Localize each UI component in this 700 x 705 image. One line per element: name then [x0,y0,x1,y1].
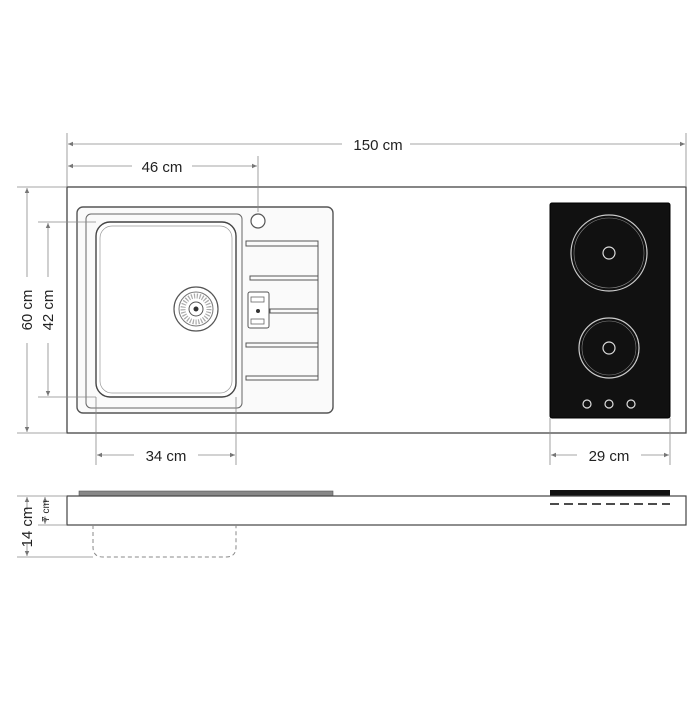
sink-bowl [95,221,237,398]
dim-label-top-thickness: 7 cm [41,500,52,522]
countertop-side [66,495,687,526]
overflow-icon [247,291,270,329]
dimension-lines [17,133,687,465]
sink-inner-rim [85,213,243,409]
sink-bowl-hidden [92,525,237,558]
dim-label-total-height: 14 cm [19,507,36,548]
top-view [66,186,687,434]
hob-glass [549,202,671,419]
hob-knob-icon[interactable] [626,399,636,409]
side-view: 14 cm 7 cm [17,490,687,558]
hob-knob-icon[interactable] [582,399,592,409]
hob-knob-icon[interactable] [604,399,614,409]
sink-flange [78,490,334,497]
dim-label-depth: 60 cm [19,290,36,331]
tap-hole-icon [250,213,266,229]
sink-assembly [76,206,334,414]
burner-small-icon [578,317,640,379]
burner-large-icon [570,214,648,292]
dim-label-sink-unit-width: 46 cm [142,159,183,176]
ceramic-hob [549,202,671,419]
hob-top [550,490,670,496]
drain-strainer-icon [173,286,219,332]
dim-label-total-width: 150 cm [353,137,402,154]
dim-label-bowl-width: 34 cm [146,448,187,465]
dimension-labels: 150 cm 46 cm 34 cm 29 cm 60 cm 42 cm [19,137,629,465]
sink-bowl-inner [99,225,233,394]
dim-label-bowl-depth: 42 cm [40,290,57,331]
dim-label-hob-width: 29 cm [589,448,630,465]
drainboard-grooves [245,240,319,381]
